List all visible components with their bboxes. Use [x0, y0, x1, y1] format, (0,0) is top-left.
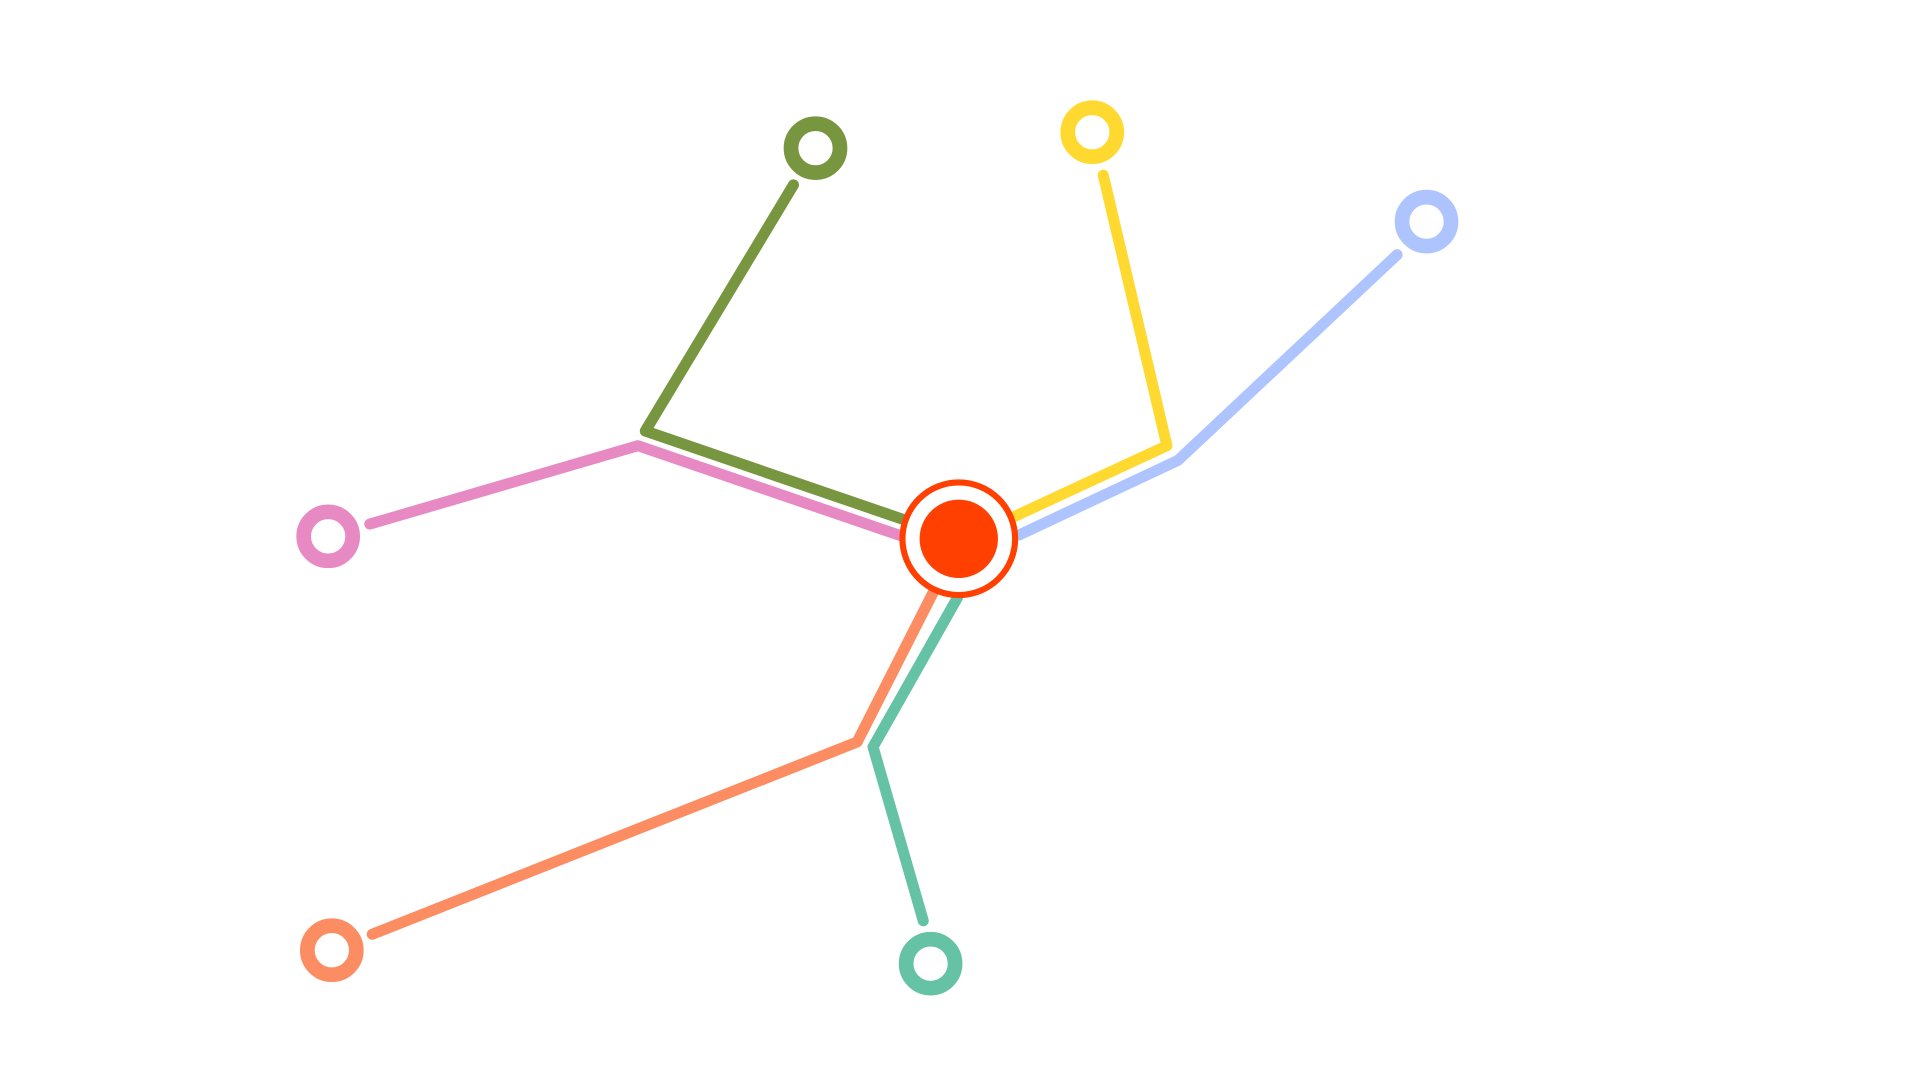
route-yellow	[1007, 100, 1174, 524]
hub-node[interactable]	[899, 479, 1019, 599]
route-line-yellow	[1008, 169, 1173, 523]
route-line-blue	[1013, 249, 1403, 541]
terminal-node-orange[interactable]	[300, 918, 364, 983]
terminal-node-blue[interactable]	[1394, 189, 1459, 254]
route-line-teal	[867, 592, 964, 927]
terminal-node-teal[interactable]	[898, 931, 963, 996]
route-teal	[866, 590, 965, 996]
hub-gap	[911, 491, 1007, 587]
route-pink	[296, 438, 910, 569]
route-line-orange	[366, 587, 939, 940]
route-line-green	[639, 179, 912, 526]
route-casing	[866, 590, 965, 928]
terminal-node-pink[interactable]	[296, 504, 360, 569]
route-orange	[300, 585, 940, 983]
route-line-pink	[364, 440, 908, 542]
route-green	[638, 116, 913, 528]
hub-core	[919, 499, 998, 578]
terminal-node-yellow[interactable]	[1060, 100, 1125, 165]
terminal-node-green[interactable]	[783, 116, 848, 180]
route-blue	[1012, 189, 1459, 542]
route-casing	[365, 585, 940, 942]
